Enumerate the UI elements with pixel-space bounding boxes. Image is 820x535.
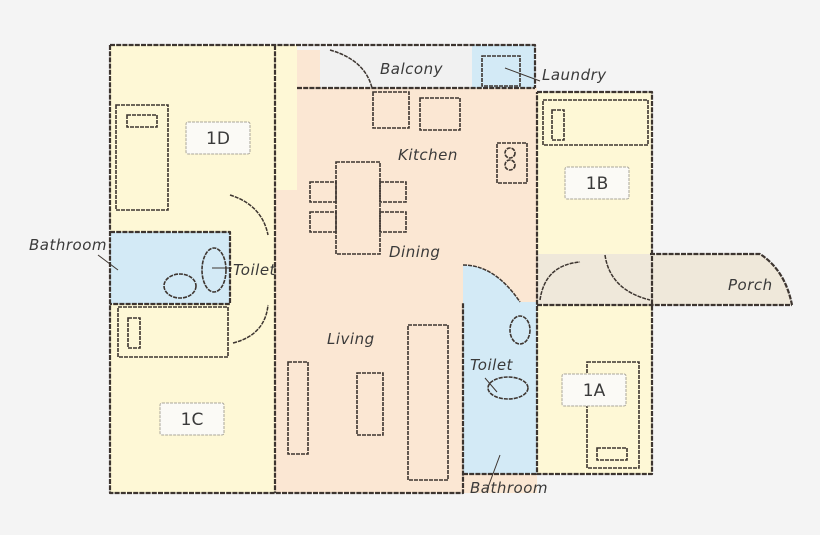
label-laundry: Laundry [542,66,607,84]
room-tag-1A: 1A [561,373,627,407]
dining-table [335,161,381,255]
washer [481,55,521,87]
bed-1D [115,104,169,211]
room-tag-1D: 1D [185,121,251,155]
coffee-table [356,372,384,436]
label-porch: Porch [728,276,773,294]
label-kitchen: Kitchen [398,146,458,164]
tv-unit [287,361,309,455]
svg-text:1B: 1B [586,174,608,194]
stove [496,142,528,184]
svg-text:1A: 1A [583,381,606,401]
sink [419,97,461,131]
label-bathroom-right: Bathroom [470,479,548,497]
bed-1B [542,99,649,146]
walls [108,43,794,495]
bed-1A [586,361,640,469]
svg-text:1D: 1D [206,129,230,149]
label-balcony: Balcony [380,60,444,78]
label-toilet-left: Toilet [233,261,277,279]
furniture [115,55,649,481]
room-fills [110,45,792,493]
svg-text:1C: 1C [181,410,204,430]
label-dining: Dining [389,243,440,261]
label-living: Living [327,330,375,348]
leader-lines [97,67,541,491]
room-tag-1B: 1B [564,166,630,200]
bed-1C [117,306,229,358]
sofa [407,324,449,481]
label-toilet-right: Toilet [470,356,514,374]
room-tag-1C: 1C [159,402,225,436]
label-bathroom-left: Bathroom [29,236,107,254]
